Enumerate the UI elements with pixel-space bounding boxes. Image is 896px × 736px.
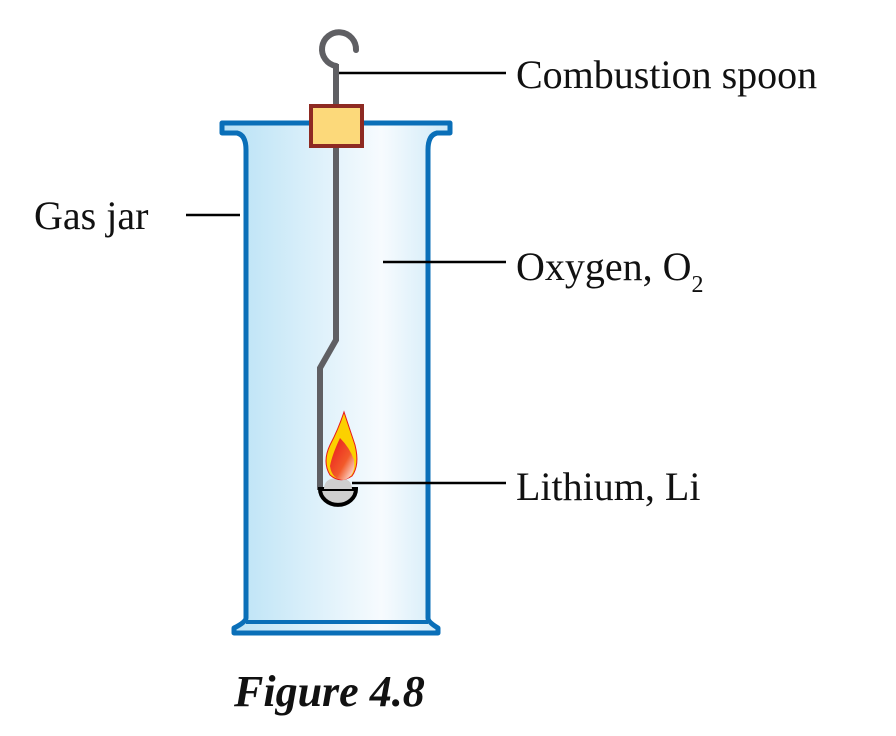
label-gas-jar: Gas jar: [34, 193, 148, 238]
flame-icon: [325, 410, 358, 481]
label-combustion-spoon: Combustion spoon: [516, 52, 817, 97]
label-lithium: Lithium, Li: [516, 464, 700, 509]
stopper: [309, 104, 364, 148]
spoon-bowl: [317, 487, 359, 507]
label-oxygen: Oxygen, O2: [516, 244, 704, 298]
figure-caption: Figure 4.8: [233, 667, 425, 716]
combustion-spoon: [309, 29, 364, 507]
label-oxygen-text: Oxygen, O: [516, 244, 692, 289]
label-oxygen-subscript: 2: [692, 272, 704, 298]
gas-jar: [219, 120, 453, 636]
